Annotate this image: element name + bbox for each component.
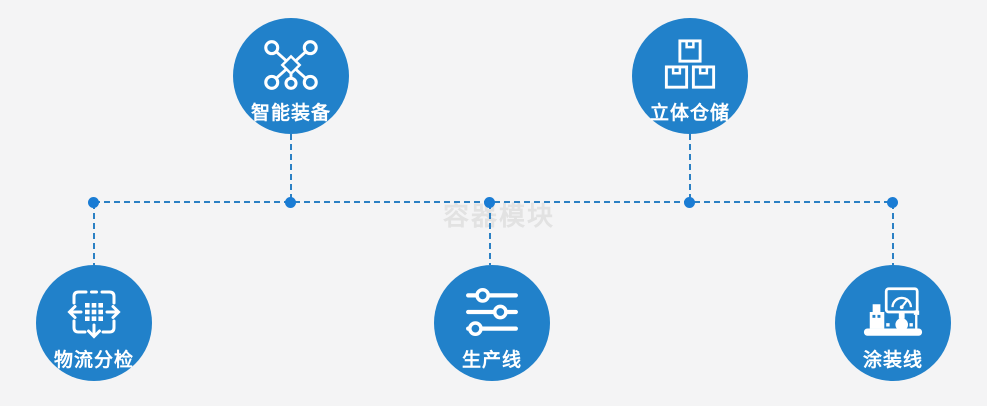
distribute-arrows-icon (66, 284, 122, 340)
node-production-line[interactable]: 生产线 (434, 265, 550, 381)
control-console-icon (862, 284, 924, 340)
junction-dot (684, 197, 695, 208)
node-painting-line[interactable]: 涂装线 (835, 265, 951, 381)
node-label: 涂装线 (862, 350, 923, 371)
stacked-boxes-icon (663, 37, 717, 93)
junction-dot (285, 197, 296, 208)
node-label: 物流分检 (53, 350, 134, 371)
junction-dot (88, 197, 99, 208)
node-smart-equipment[interactable]: 智能装备 (233, 18, 349, 134)
connector-production-riser (489, 203, 491, 265)
node-label: 立体仓储 (649, 103, 730, 124)
junction-dot (887, 197, 898, 208)
node-logistics-sorting[interactable]: 物流分检 (36, 265, 152, 381)
connector-smart-equipment-drop (290, 134, 292, 202)
node-label: 智能装备 (250, 103, 331, 124)
connector-sorting-riser (93, 203, 95, 265)
connector-painting-riser (892, 203, 894, 265)
network-nodes-icon (262, 37, 320, 93)
connector-warehouse-drop (689, 134, 691, 202)
watermark-text: 容器模块 (443, 201, 556, 231)
node-label: 生产线 (461, 350, 522, 371)
node-stereo-warehouse[interactable]: 立体仓储 (632, 18, 748, 134)
sliders-icon (465, 284, 519, 340)
junction-dot (484, 197, 495, 208)
